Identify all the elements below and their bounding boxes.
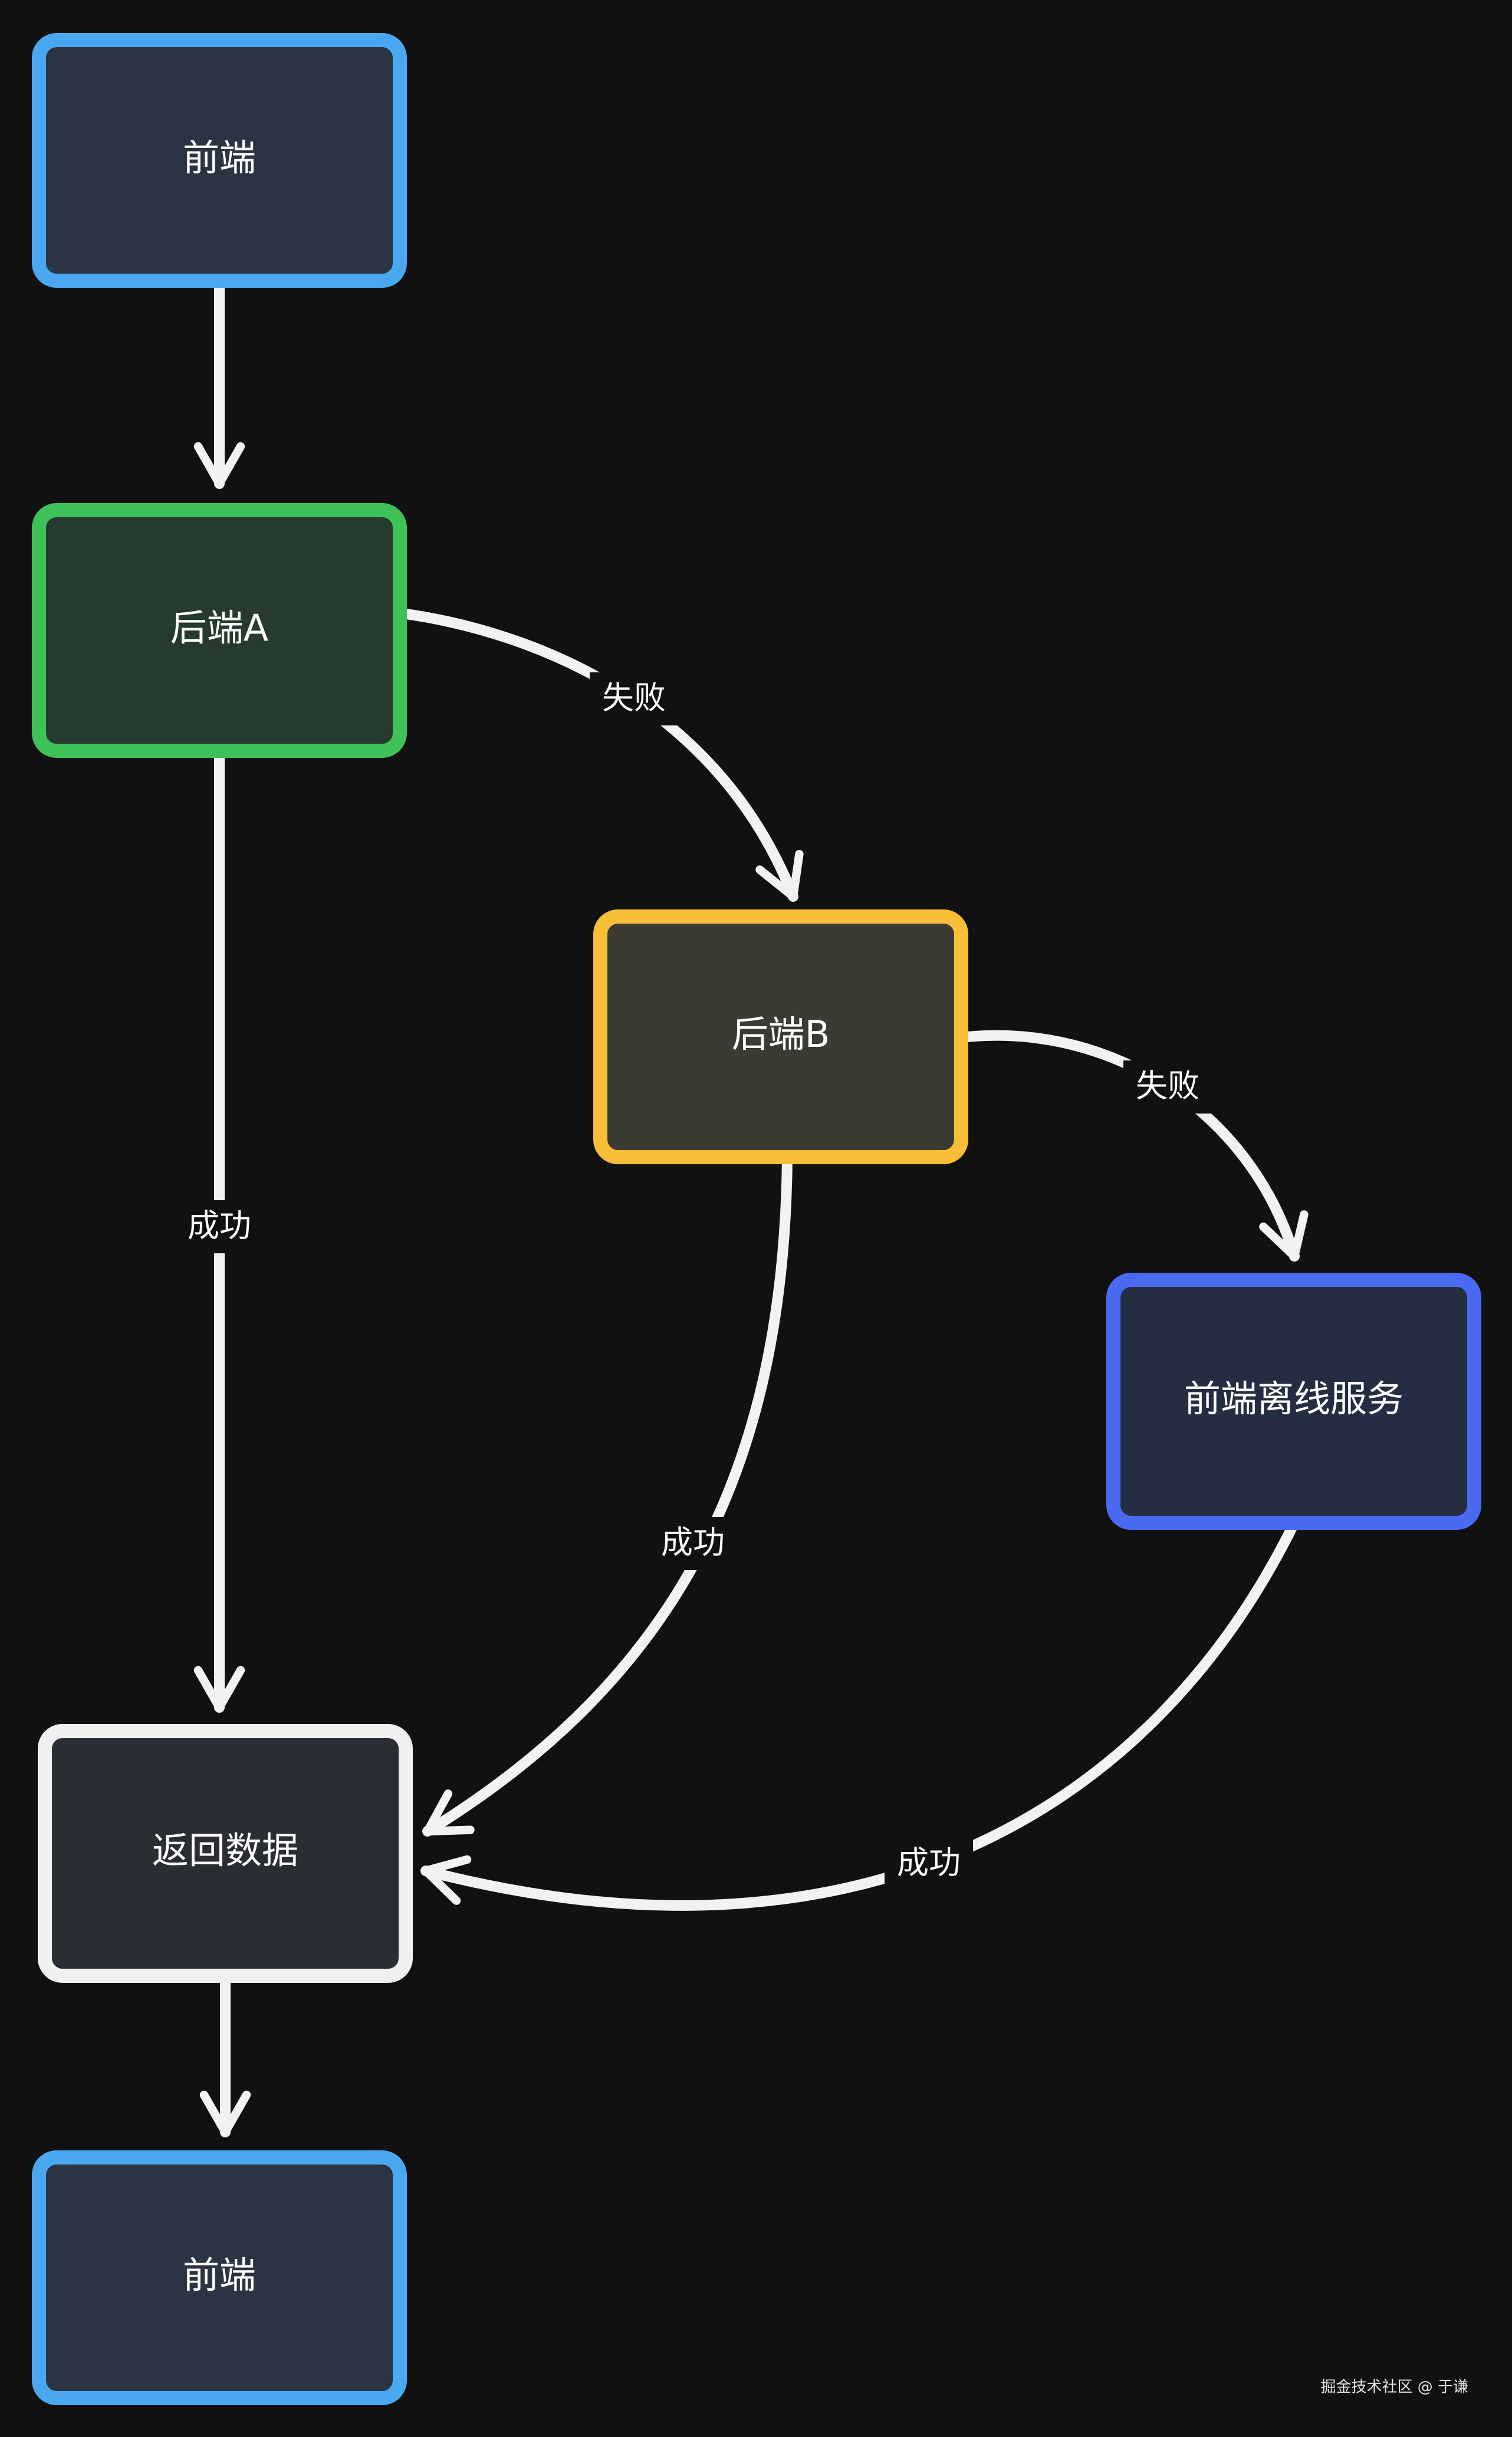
edge-backend-a-to-backend-b[interactable] [397,608,804,902]
node-frontend-offline[interactable]: 前端离线服务 [1106,1273,1481,1530]
edge-labels: 失败 成功 失败 成功 成功 [177,672,1212,1890]
node-label: 后端B [732,1013,830,1056]
node-label: 前端离线服务 [1184,1377,1403,1420]
edge-backend-b-to-return-data[interactable] [422,1152,793,1837]
node-return-data[interactable]: 返回数据 [38,1724,413,1983]
edge-label-b-offline-fail: 失败 [1136,1068,1199,1105]
edge-label-a-return-success: 成功 [188,1207,251,1244]
edge-label-b-return-success: 成功 [661,1524,725,1561]
node-label: 前端 [183,2254,256,2297]
node-frontend-top[interactable]: 前端 [32,33,407,288]
node-backend-b[interactable]: 后端B [593,909,968,1164]
node-label: 返回数据 [152,1829,298,1872]
edge-label-offline-return-success: 成功 [897,1844,961,1881]
node-backend-a[interactable]: 后端A [32,503,407,758]
edge-frontend-offline-to-return-data[interactable] [420,1518,1300,1911]
edge-label-a-b-fail: 失败 [602,679,666,717]
node-label: 前端 [183,136,256,179]
node-frontend-bottom[interactable]: 前端 [32,2150,407,2405]
watermark-text: 掘金技术社区 @ 于谦 [1320,2379,1468,2396]
node-label: 后端A [170,606,268,649]
